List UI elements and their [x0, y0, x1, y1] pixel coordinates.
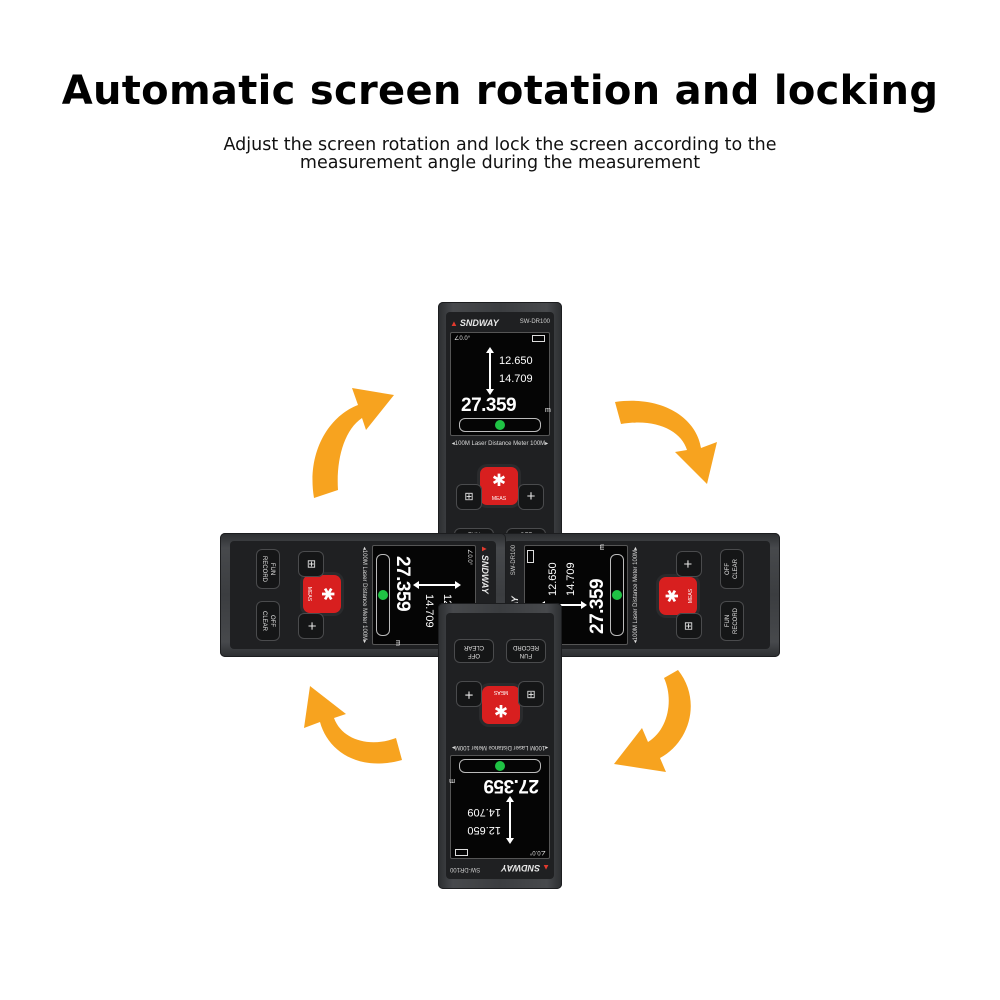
value-bottom: 14.709: [499, 373, 533, 385]
mode-button[interactable]: ⊞: [456, 484, 482, 510]
vertical-measure-icon: [509, 798, 511, 842]
fun-record-button[interactable]: FUN RECORD: [720, 601, 744, 641]
laser-icon: ✱: [663, 588, 682, 604]
model-label: SW-DR100: [519, 319, 550, 325]
device-caption: ◂100M Laser Distance Meter 100M▸: [361, 546, 367, 644]
subtitle-line-1: Adjust the screen rotation and lock the …: [223, 135, 777, 155]
page-subtitle: Adjust the screen rotation and lock the …: [0, 136, 1000, 172]
device-upside-down: SNDWAY SW-DR100 ∠0.0° 12.650 14.709 27.3…: [438, 603, 562, 889]
meas-button[interactable]: ✱ MEAS: [480, 467, 518, 505]
level-dot-icon: [378, 590, 388, 600]
off-label: OFF: [725, 563, 731, 575]
lcd-screen: ∠0.0° 12.650 14.709 27.359 m: [449, 755, 550, 859]
unit-label: m: [545, 407, 551, 414]
fun-label: FUN: [725, 614, 731, 628]
main-value: 27.359: [587, 578, 608, 634]
fun-label: FUN: [519, 652, 533, 658]
value-top: 12.650: [499, 355, 533, 367]
laser-icon: ✱: [491, 471, 507, 490]
meas-button[interactable]: ✱ MEAS: [482, 686, 520, 724]
device-caption: ◂100M Laser Distance Meter 100M▸: [451, 441, 549, 447]
off-clear-button[interactable]: OFF CLEAR: [720, 549, 744, 589]
unit-label: m: [449, 777, 455, 784]
vertical-measure-icon: [486, 347, 494, 395]
plus-button[interactable]: +: [456, 681, 482, 707]
meas-label: MEAS: [491, 496, 507, 502]
plus-button[interactable]: +: [676, 551, 702, 577]
brand-logo: SNDWAY: [501, 863, 550, 873]
device-caption: ◂100M Laser Distance Meter 100M▸: [633, 546, 639, 644]
meas-label: MEAS: [493, 689, 509, 695]
rotate-arrow-icon-top-right: [615, 400, 717, 484]
value-top: 12.650: [547, 562, 559, 596]
unit-label: m: [599, 544, 606, 550]
off-label: OFF: [269, 615, 275, 627]
value-bottom: 14.709: [467, 806, 501, 818]
level-dot-icon: [495, 761, 505, 771]
brand-logo: SNDWAY: [480, 545, 490, 594]
level-indicator: [610, 554, 624, 636]
off-label: OFF: [468, 652, 480, 658]
angle-readout: ∠0.0°: [529, 849, 546, 855]
meas-button[interactable]: ✱ MEAS: [659, 577, 697, 615]
laser-icon: ✱: [318, 586, 337, 602]
angle-readout: ∠0.0°: [454, 336, 471, 342]
level-dot-icon: [612, 590, 622, 600]
level-dot-icon: [495, 420, 505, 430]
level-indicator: [459, 759, 541, 773]
unit-label: m: [394, 640, 401, 646]
clear-label: CLEAR: [261, 610, 267, 631]
plus-button[interactable]: +: [298, 613, 324, 639]
meas-label: MEAS: [306, 586, 312, 602]
brand-logo: SNDWAY: [450, 318, 499, 328]
meas-button[interactable]: ✱ MEAS: [303, 575, 341, 613]
mode-button[interactable]: ⊞: [518, 681, 544, 707]
fun-record-button[interactable]: FUN RECORD: [256, 549, 280, 589]
mode-button[interactable]: ⊞: [676, 613, 702, 639]
level-indicator: [376, 554, 390, 636]
device-caption: ◂100M Laser Distance Meter 100M▸: [451, 744, 549, 750]
main-value: 27.359: [483, 775, 539, 796]
record-label: RECORD: [513, 644, 540, 650]
main-value: 27.359: [392, 556, 413, 612]
subtitle-line-2: measurement angle during the measurement: [299, 153, 701, 173]
lcd-screen: ∠0.0° 12.650 14.709 27.359 m: [450, 332, 551, 436]
fun-record-button[interactable]: FUN RECORD: [506, 639, 546, 663]
battery-icon: [527, 550, 534, 563]
rotate-arrow-icon-top-left: [312, 388, 394, 498]
level-indicator: [459, 418, 541, 432]
vertical-measure-icon: [415, 584, 459, 586]
off-clear-button[interactable]: OFF CLEAR: [256, 601, 280, 641]
fun-label: FUN: [269, 562, 275, 576]
clear-label: CLEAR: [464, 644, 485, 650]
record-label: RECORD: [733, 608, 739, 635]
clear-label: CLEAR: [733, 559, 739, 580]
rotate-arrow-icon-bottom-left: [304, 686, 402, 764]
value-bottom: 14.709: [565, 562, 577, 596]
record-label: RECORD: [261, 555, 267, 582]
value-bottom: 14.709: [423, 594, 435, 628]
battery-icon: [455, 849, 468, 856]
rotate-arrow-icon-bottom-right: [614, 670, 691, 772]
plus-button[interactable]: +: [518, 484, 544, 510]
laser-icon: ✱: [493, 701, 509, 720]
model-label: SW-DR100: [511, 545, 517, 576]
meas-label: MEAS: [688, 588, 694, 604]
mode-button[interactable]: ⊞: [298, 551, 324, 577]
battery-icon: [532, 335, 545, 342]
value-top: 12.650: [467, 824, 501, 836]
off-clear-button[interactable]: OFF CLEAR: [454, 639, 494, 663]
model-label: SW-DR100: [450, 866, 481, 872]
page-title: Automatic screen rotation and locking: [61, 68, 939, 114]
angle-readout: ∠0.0°: [466, 549, 472, 566]
main-value: 27.359: [461, 395, 517, 416]
